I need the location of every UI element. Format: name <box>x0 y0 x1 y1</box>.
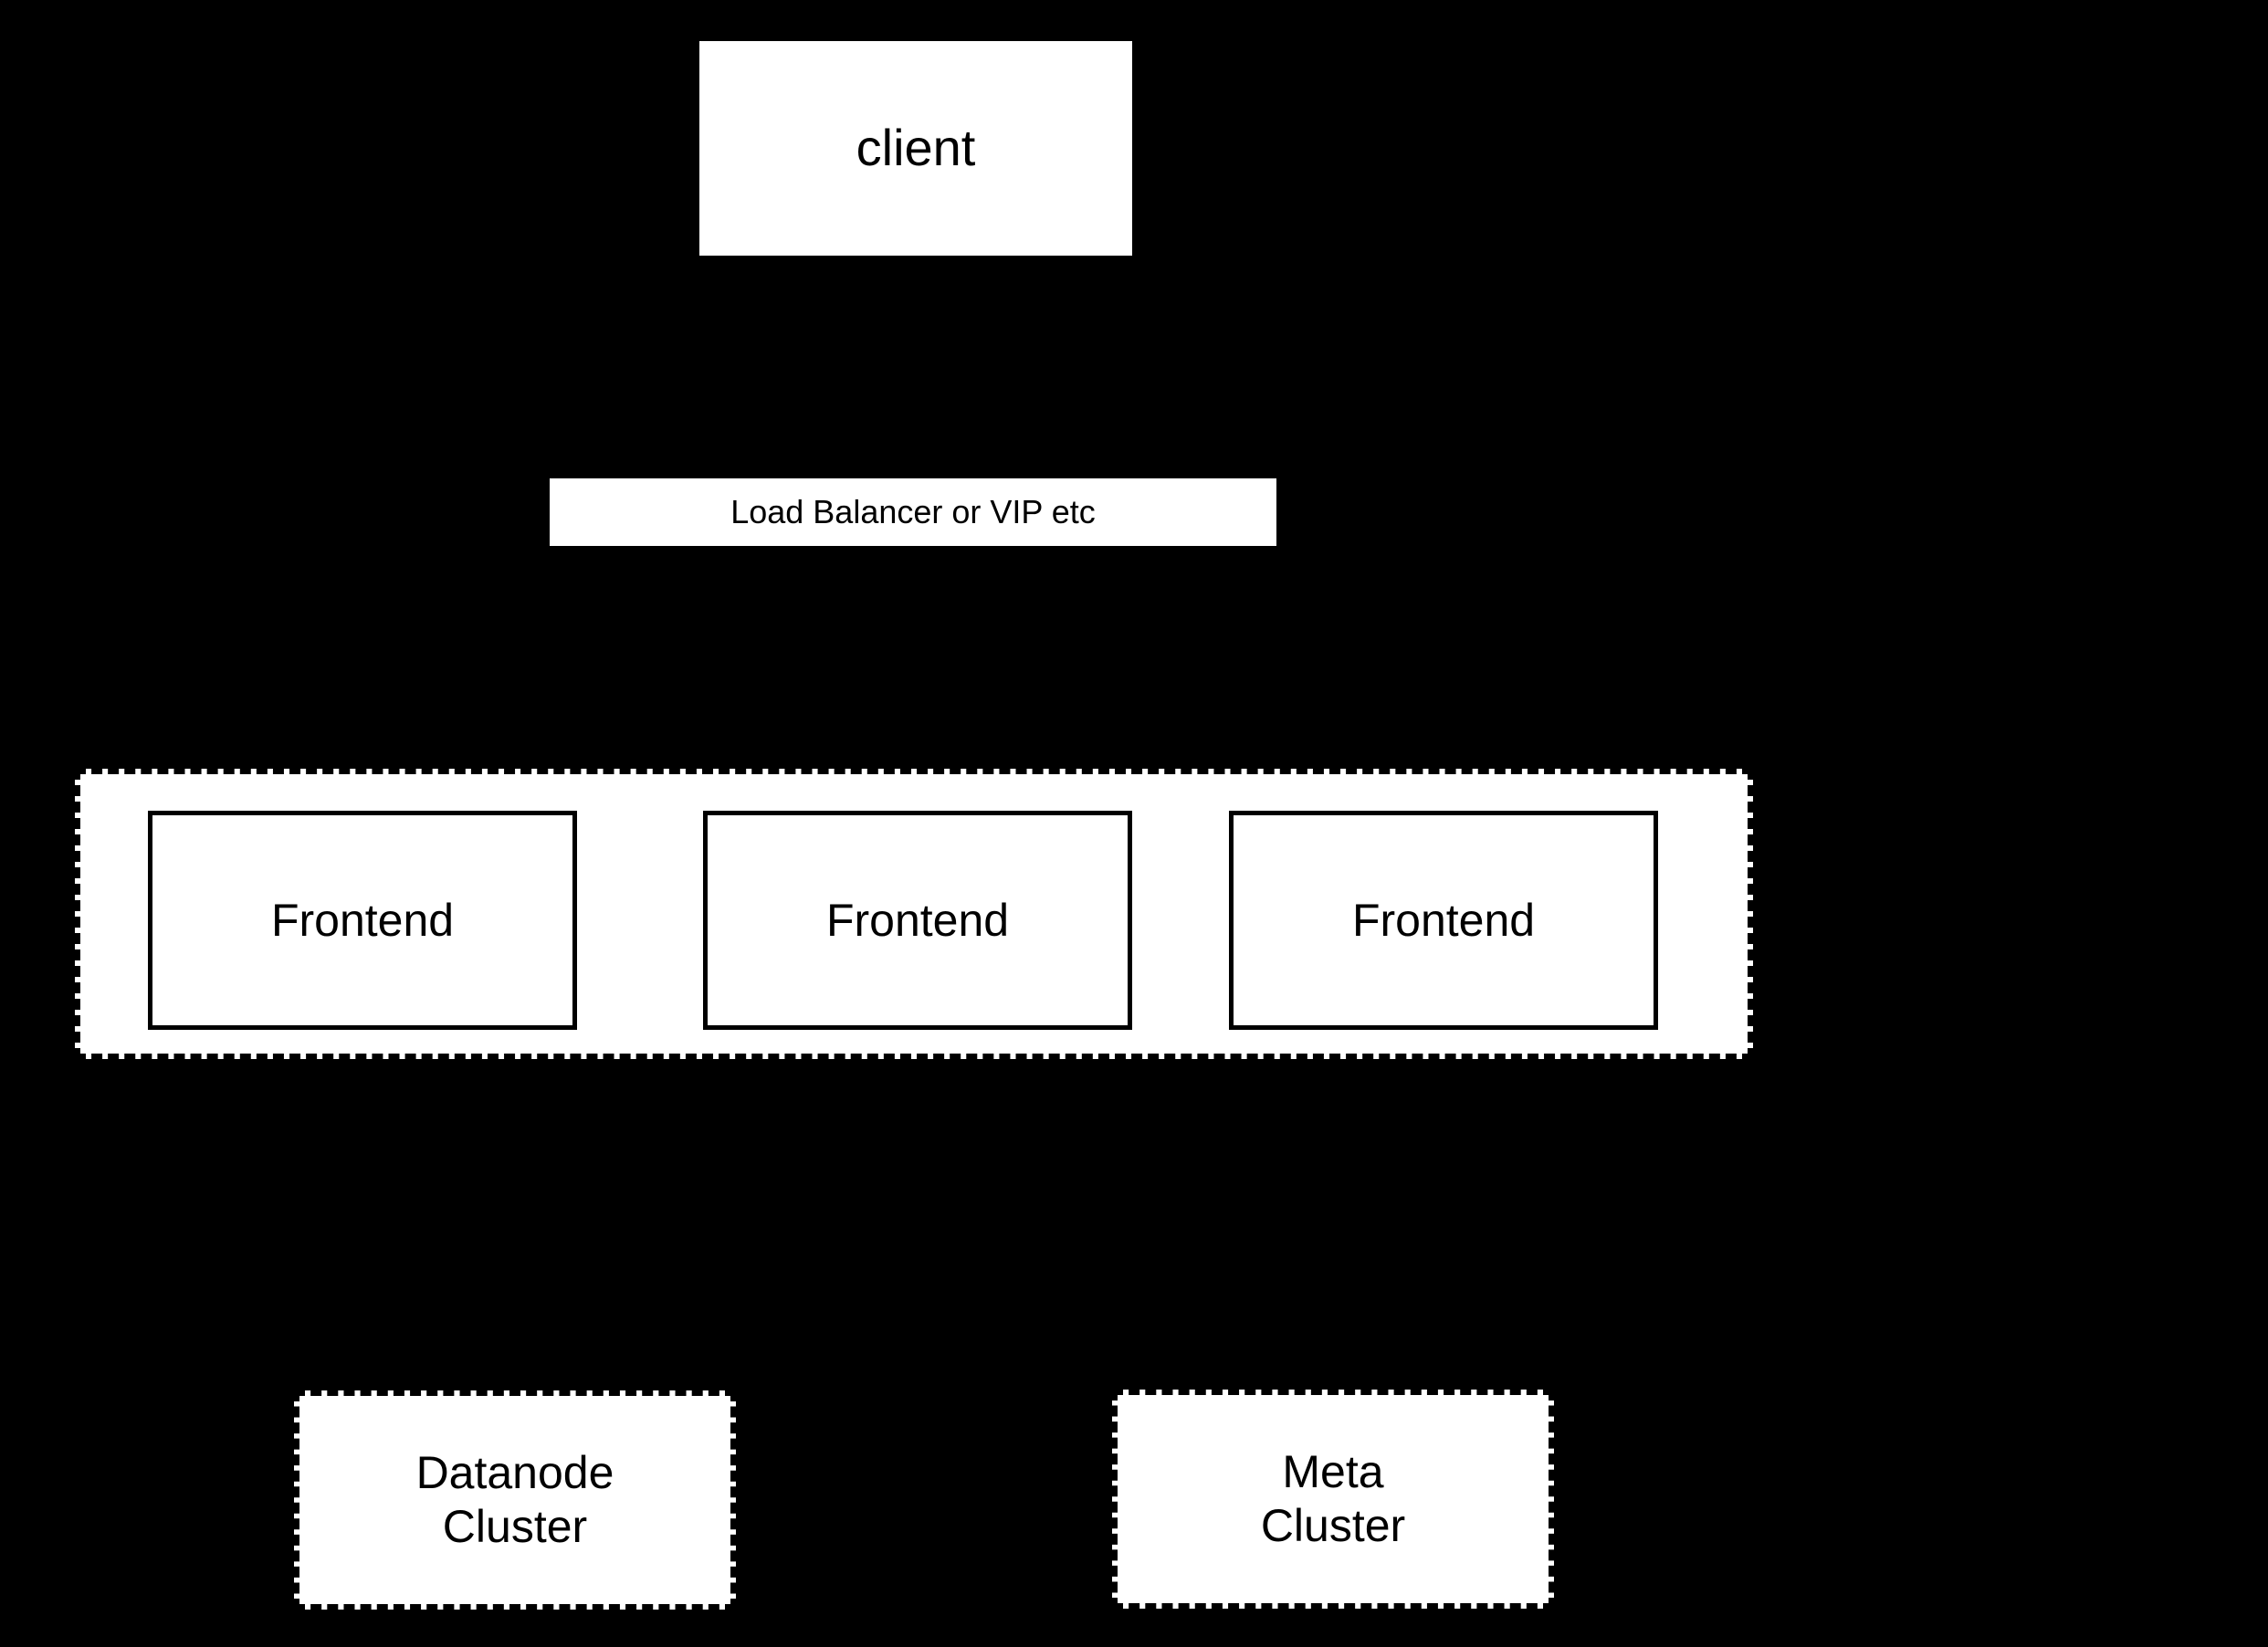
frontend-node-label: Frontend <box>270 894 455 946</box>
load-balancer-node[interactable]: Load Balancer or VIP etc <box>550 478 1276 546</box>
frontend-node[interactable]: Frontend <box>1229 811 1658 1030</box>
frontend-node-label: Frontend <box>1351 894 1536 946</box>
client-node-label: client <box>856 119 976 177</box>
client-node[interactable]: client <box>699 41 1132 256</box>
frontend-cluster-container[interactable]: Frontend Frontend Frontend <box>75 769 1753 1059</box>
frontend-node[interactable]: Frontend <box>703 811 1132 1030</box>
meta-cluster-node-label: Meta Cluster <box>1260 1446 1406 1551</box>
load-balancer-node-label: Load Balancer or VIP etc <box>730 492 1096 530</box>
datanode-cluster-node-label: Datanode Cluster <box>415 1447 614 1552</box>
frontend-node[interactable]: Frontend <box>148 811 577 1030</box>
frontend-node-label: Frontend <box>825 894 1010 946</box>
meta-cluster-node[interactable]: Meta Cluster <box>1112 1390 1554 1609</box>
datanode-cluster-node[interactable]: Datanode Cluster <box>294 1390 736 1610</box>
